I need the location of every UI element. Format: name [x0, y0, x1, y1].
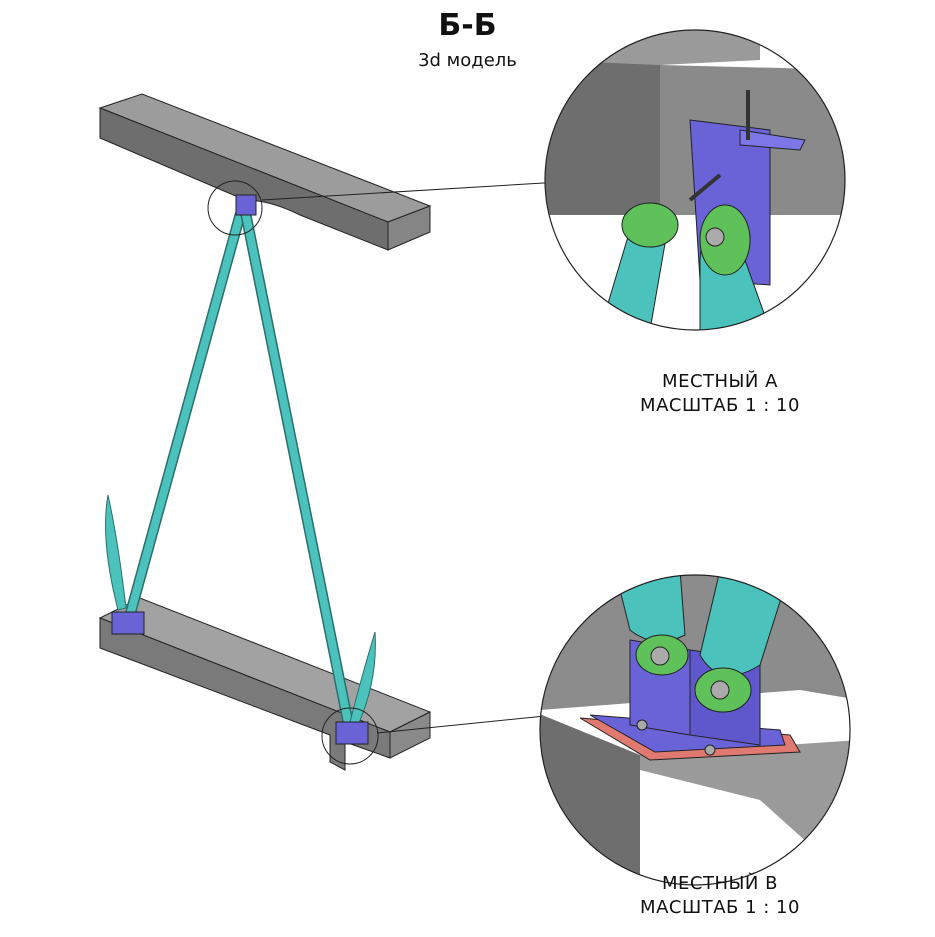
- bottom-concrete-slab: [98, 597, 432, 771]
- detail-b-view: [540, 575, 850, 885]
- detail-a-scale: МАСШТАБ 1 : 10: [640, 395, 800, 416]
- callout-b-marker: [321, 707, 379, 765]
- detail-b-scale: МАСШТАБ 1 : 10: [640, 897, 800, 918]
- detail-a-view: [545, 30, 845, 330]
- detail-a-label: МЕСТНЫЙ А МАСШТАБ 1 : 10: [590, 370, 850, 418]
- section-subtitle: 3d модель: [418, 50, 517, 71]
- detail-b-label: МЕСТНЫЙ В МАСШТАБ 1 : 10: [590, 872, 850, 920]
- section-title: Б-Б: [438, 8, 497, 43]
- detail-b-name: МЕСТНЫЙ В: [662, 873, 778, 894]
- top-concrete-slab: [98, 93, 432, 251]
- detail-a-name: МЕСТНЫЙ А: [662, 371, 778, 392]
- struts: [105, 194, 376, 745]
- callout-a-marker: [207, 180, 263, 236]
